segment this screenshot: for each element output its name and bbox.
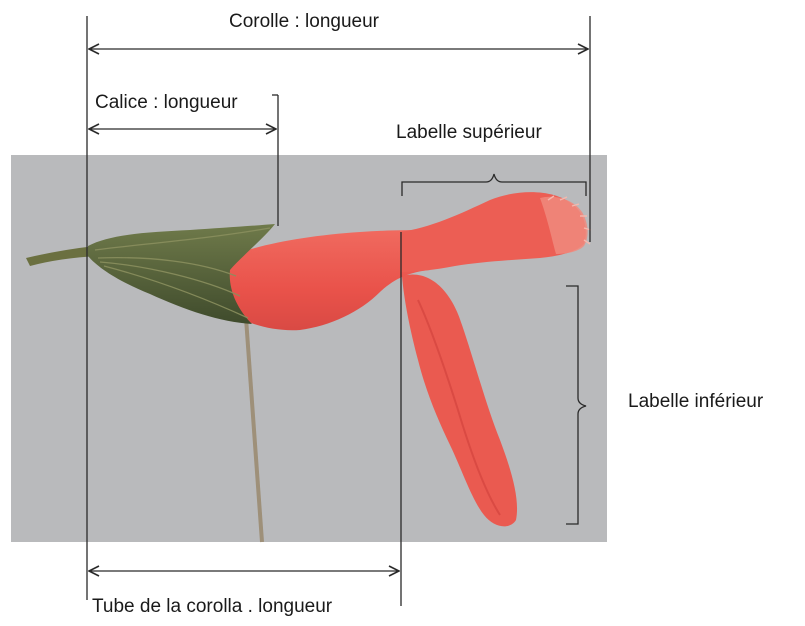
upper-lip-label: Labelle supérieur bbox=[396, 123, 542, 142]
calyx-length-label: Calice : longueur bbox=[95, 93, 238, 112]
lower-lip-label: Labelle inférieur bbox=[628, 392, 763, 411]
corolla-length-label: Corolle : longueur bbox=[229, 12, 379, 31]
tube-length-label: Tube de la corolla . longueur bbox=[92, 597, 332, 616]
